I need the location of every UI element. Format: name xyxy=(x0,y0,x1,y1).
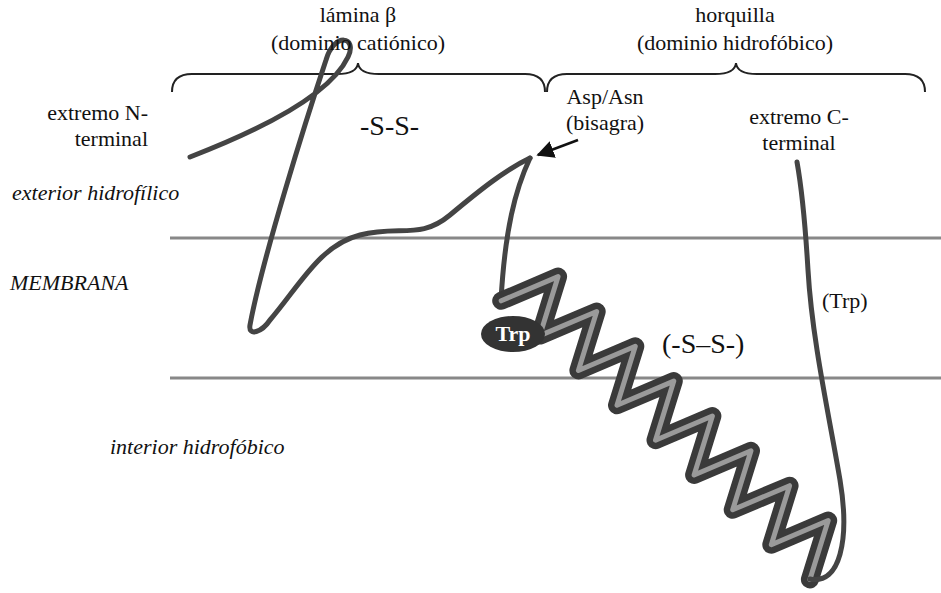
domain-title: horquilla xyxy=(580,2,890,28)
helix-front xyxy=(481,316,545,352)
region-label: MEMBRANA xyxy=(10,270,160,296)
peptide-strand xyxy=(190,40,530,332)
pointer-arrow xyxy=(538,140,578,155)
membrane-line xyxy=(170,377,941,380)
terminus-label: extremo C-terminal xyxy=(742,104,856,156)
domain-subtitle: (dominio hidrofóbico) xyxy=(580,30,890,56)
domain-title: lámina β xyxy=(200,2,516,28)
region-label: interior hidrofóbico xyxy=(110,434,350,460)
domain-subtitle: (dominio catiónico) xyxy=(200,30,516,56)
residue-label: (Trp) xyxy=(822,288,892,314)
peptide-strand xyxy=(501,158,530,300)
alpha-helix xyxy=(501,277,828,580)
brace xyxy=(172,63,545,92)
alpha-helix-highlight xyxy=(501,277,828,580)
terminus-label: extremo N-terminal xyxy=(36,100,148,152)
residue-label: Trp xyxy=(487,321,539,347)
region-label: exterior hidrofílico xyxy=(12,180,252,206)
hinge-label: Asp/Asn (bisagra) xyxy=(555,84,655,136)
membrane-line xyxy=(170,237,941,240)
peptide-strand xyxy=(797,162,844,580)
disulfide-label: -S-S- xyxy=(360,110,450,142)
disulfide-label: (-S–S-) xyxy=(662,328,772,360)
